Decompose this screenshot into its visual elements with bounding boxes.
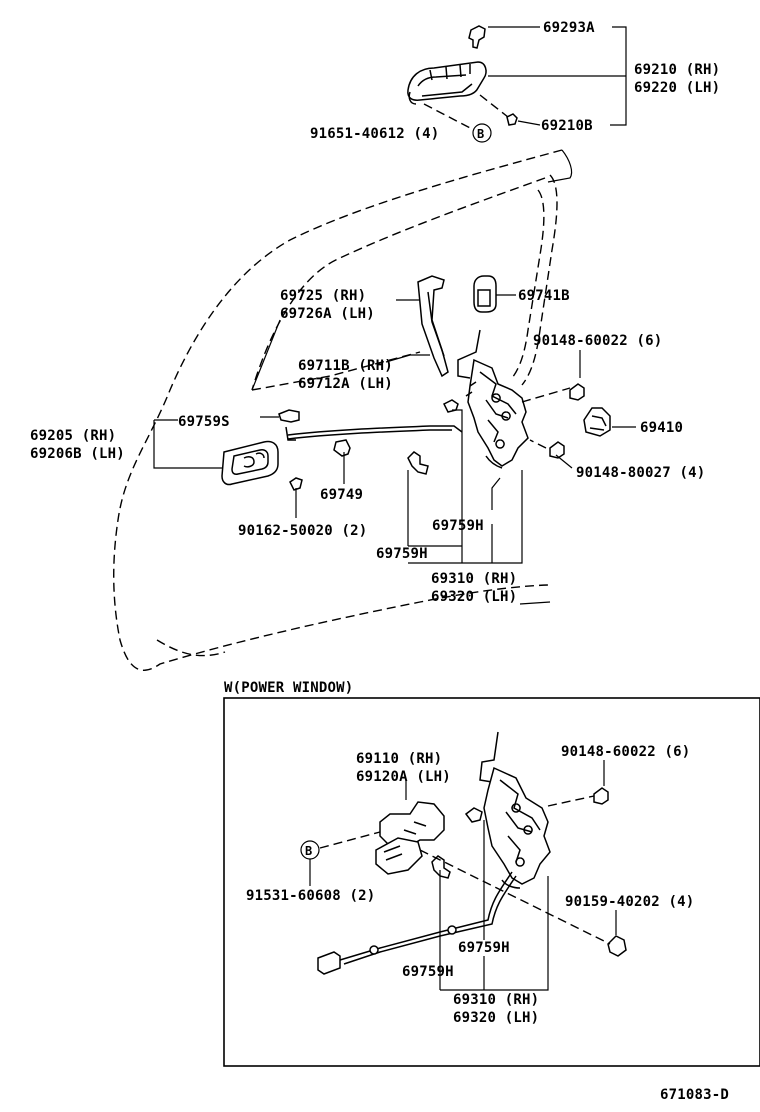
label-91651-40612: 91651-40612 (4) — [310, 126, 439, 142]
label-69320-lh-pw: 69320 (LH) — [453, 1010, 539, 1026]
label-69759h-left: 69759H — [376, 546, 428, 562]
label-69120a-lh: 69120A (LH) — [356, 769, 451, 785]
label-69759h-pw-right: 69759H — [458, 940, 510, 956]
door-lock-69310-part — [467, 358, 529, 467]
label-69759h-right: 69759H — [432, 518, 484, 534]
label-69205-rh: 69205 (RH) — [30, 428, 116, 444]
label-69310-rh-top: 69310 (RH) — [431, 571, 517, 587]
label-69759s: 69759S — [178, 414, 230, 430]
door-lock-assembly-top — [457, 329, 529, 469]
inside-handle-assembly — [221, 440, 303, 491]
label-69310-rh-pw: 69310 (RH) — [453, 992, 539, 1008]
inside-handle-69205-part — [221, 440, 279, 486]
label-69293a: 69293A — [543, 20, 595, 36]
label-69712a-lh: 69712A (LH) — [298, 376, 393, 392]
label-90162-50020: 90162-50020 (2) — [238, 523, 367, 539]
label-90148-80027: 90148-80027 (4) — [576, 465, 705, 481]
label-90148-60022-pw: 90148-60022 (6) — [561, 744, 690, 760]
label-90148-60022-top: 90148-60022 (6) — [533, 333, 662, 349]
circle-b-top-letter: B — [477, 127, 484, 141]
screw-90159-40202-part — [607, 935, 627, 957]
clip-69759h-pw-part — [431, 855, 451, 879]
power-window-box — [223, 697, 760, 1067]
label-69725-rh: 69725 (RH) — [280, 288, 366, 304]
circle-b-bottom-letter: B — [305, 844, 312, 858]
label-91531-60608: 91531-60608 (2) — [246, 888, 375, 904]
clip-69749-part — [333, 439, 351, 457]
section-title-power-window: W(POWER WINDOW) — [224, 680, 353, 696]
outside-handle-assembly — [407, 25, 518, 126]
label-69110-rh: 69110 (RH) — [356, 751, 442, 767]
figure-id: 671083-D — [660, 1087, 729, 1103]
label-69410: 69410 — [640, 420, 683, 436]
label-69206b-lh: 69206B (LH) — [30, 446, 125, 462]
label-69320-lh-top: 69320 (LH) — [431, 589, 517, 605]
label-69210-rh: 69210 (RH) — [634, 62, 720, 78]
screw-90148-60022-part — [569, 383, 585, 401]
clip-69759h-part — [407, 451, 429, 475]
cable-connector-part — [317, 951, 341, 975]
door-outline — [113, 149, 573, 671]
screw-69210b-part — [506, 113, 518, 126]
clip-69759s-part — [278, 409, 300, 423]
screw-90148-60022-pw-part — [593, 787, 609, 805]
label-69210b: 69210B — [541, 118, 593, 134]
label-90159-40202: 90159-40202 (4) — [565, 894, 694, 910]
label-69741b: 69741B — [518, 288, 570, 304]
label-69220-lh: 69220 (LH) — [634, 80, 720, 96]
screw-90162-part — [289, 477, 303, 491]
label-69749: 69749 — [320, 487, 363, 503]
label-69726a-lh: 69726A (LH) — [280, 306, 375, 322]
outside-handle-part — [407, 61, 487, 101]
label-69711b-rh: 69711B (RH) — [298, 358, 393, 374]
screw-90148-80027-part — [549, 441, 565, 459]
label-69759h-pw-left: 69759H — [402, 964, 454, 980]
reference-circle-b-top — [472, 123, 492, 143]
clip-69293a-part — [468, 25, 486, 49]
inside-lock-link — [417, 275, 497, 378]
striker-69410-part — [583, 407, 611, 437]
power-window-lock-assembly — [317, 731, 627, 975]
